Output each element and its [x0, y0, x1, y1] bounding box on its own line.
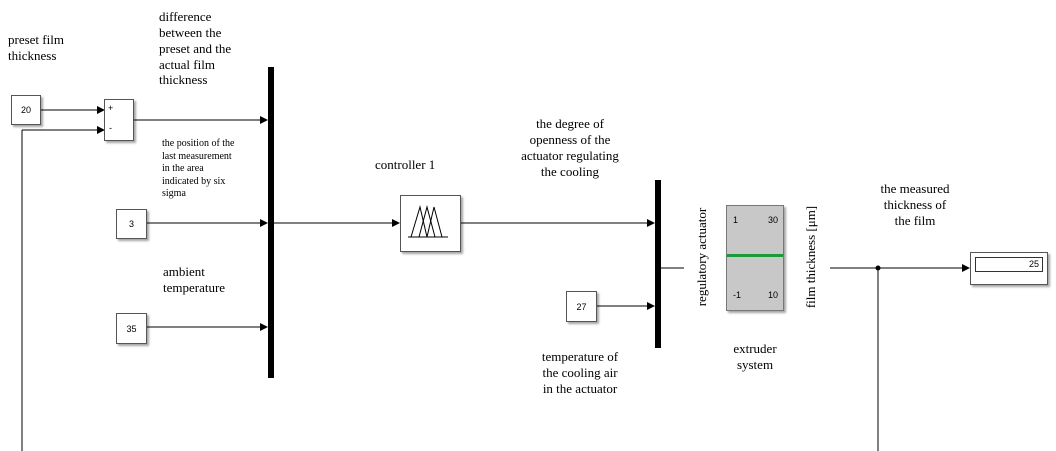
measured-thickness-label: the measured thickness of the film [880, 181, 950, 228]
gauge-bottom-left-label: -1 [733, 290, 742, 300]
sum-minus-sign: - [109, 123, 112, 133]
preset-thickness-constant[interactable]: 20 [11, 95, 41, 125]
fuzzy-controller-icon [408, 205, 448, 238]
regulatory-actuator-label: regulatory actuator [694, 207, 709, 307]
gauge-top-right-label: 30 [767, 215, 778, 225]
gauge-top-left-label: 1 [733, 215, 739, 225]
cooling-air-label: temperature of the cooling air in the ac… [541, 349, 619, 396]
display-value: 25 [1028, 259, 1039, 269]
controller-block[interactable] [400, 195, 461, 252]
sum-block[interactable]: + - [104, 99, 134, 141]
ambient-temperature-value: 35 [126, 323, 137, 334]
position-value: 3 [128, 219, 134, 229]
ambient-temperature-label: ambient temperature [163, 264, 226, 295]
sum-plus-sign: + [108, 103, 114, 113]
gauge-needle [727, 254, 783, 257]
cooling-air-constant[interactable]: 27 [566, 291, 597, 322]
mux-bar-1[interactable] [268, 67, 274, 378]
preset-thickness-label: preset film thickness [8, 32, 64, 63]
controller-label: controller 1 [375, 157, 436, 172]
extruder-gauge[interactable]: 1 30 -1 10 [726, 205, 784, 311]
cooling-air-value: 27 [576, 301, 587, 312]
difference-label: difference between the preset and the ac… [159, 9, 232, 88]
ambient-temperature-constant[interactable]: 35 [116, 313, 147, 344]
gauge-bottom-right-label: 10 [767, 290, 778, 300]
extruder-system-label: extruder system [733, 341, 777, 372]
branch-point [875, 265, 881, 271]
position-constant[interactable]: 3 [116, 209, 147, 239]
position-label: the position of the last measurement in … [162, 138, 235, 199]
preset-thickness-value: 20 [20, 105, 31, 115]
mux-bar-2[interactable] [655, 180, 661, 348]
openness-label: the degree of openness of the actuator r… [521, 116, 619, 179]
film-thickness-label: film thickness [μm] [803, 205, 818, 309]
display-field: 25 [975, 257, 1043, 272]
display-block[interactable]: 25 [970, 252, 1048, 285]
